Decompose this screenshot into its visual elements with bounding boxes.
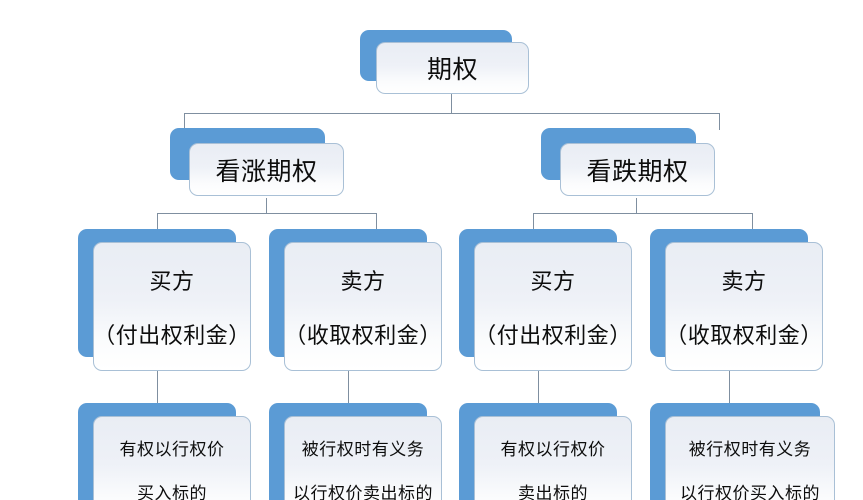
- node-call-option[interactable]: 看涨期权: [170, 128, 345, 196]
- node-card[interactable]: 买方 （付出权利金）: [474, 242, 632, 371]
- connector-call-down: [266, 198, 267, 214]
- connector-leaf-1: [157, 370, 158, 403]
- node-put-seller[interactable]: 卖方 （收取权利金）: [650, 229, 823, 371]
- node-card[interactable]: 买方 （付出权利金）: [93, 242, 251, 371]
- connector-to-put-buyer: [533, 213, 534, 229]
- node-put-buyer-right[interactable]: 有权以行权价 卖出标的: [459, 403, 632, 500]
- node-label-line1: 被行权时有义务: [688, 440, 812, 460]
- node-label-line2: 以行权价买入标的: [680, 484, 820, 500]
- node-label: 看涨期权: [215, 156, 318, 186]
- connector-to-put-seller: [752, 213, 753, 229]
- node-label-line2: 以行权价卖出标的: [293, 484, 433, 500]
- node-put-buyer[interactable]: 买方 （付出权利金）: [459, 229, 632, 371]
- node-card[interactable]: 卖方 （收取权利金）: [665, 242, 823, 371]
- node-label-line2: （收取权利金）: [665, 323, 823, 349]
- node-label: 看跌期权: [586, 156, 689, 186]
- node-label-line1: 有权以行权价: [119, 440, 225, 460]
- connector-leaf-4: [729, 370, 730, 403]
- node-label-line1: 卖方: [340, 269, 386, 295]
- node-card[interactable]: 卖方 （收取权利金）: [284, 242, 442, 371]
- node-label-line1: 买方: [530, 269, 576, 295]
- connector-leaf-2: [348, 370, 349, 403]
- connector-to-call-seller: [376, 213, 377, 229]
- node-call-seller-obligation[interactable]: 被行权时有义务 以行权价卖出标的: [269, 403, 442, 500]
- node-call-buyer[interactable]: 买方 （付出权利金）: [78, 229, 251, 371]
- node-label-line1: 卖方: [721, 269, 767, 295]
- node-option-root[interactable]: 期权: [360, 30, 530, 95]
- node-card[interactable]: 有权以行权价 买入标的: [93, 416, 251, 500]
- node-label-line2: 买入标的: [137, 484, 207, 500]
- node-label-line2: （付出权利金）: [93, 323, 251, 349]
- node-card[interactable]: 被行权时有义务 以行权价卖出标的: [284, 416, 442, 500]
- connector-bus-level2: [184, 113, 719, 114]
- connector-root-down: [451, 93, 452, 114]
- connector-bus-call-kids: [157, 213, 376, 214]
- node-call-seller[interactable]: 卖方 （收取权利金）: [269, 229, 442, 371]
- connector-to-call: [184, 113, 185, 130]
- node-label-line1: 有权以行权价: [500, 440, 606, 460]
- node-label-line1: 买方: [149, 269, 195, 295]
- connector-to-put: [719, 113, 720, 130]
- node-card[interactable]: 被行权时有义务 以行权价买入标的: [665, 416, 835, 500]
- node-card[interactable]: 看涨期权: [189, 143, 344, 196]
- node-card[interactable]: 有权以行权价 卖出标的: [474, 416, 632, 500]
- node-label-line1: 被行权时有义务: [301, 440, 425, 460]
- connector-bus-put-kids: [533, 213, 752, 214]
- node-call-buyer-right[interactable]: 有权以行权价 买入标的: [78, 403, 251, 500]
- node-card[interactable]: 看跌期权: [560, 143, 715, 196]
- node-label-line2: （付出权利金）: [474, 323, 632, 349]
- node-label-line2: （收取权利金）: [284, 323, 442, 349]
- connector-to-call-buyer: [157, 213, 158, 229]
- node-label-line2: 卖出标的: [518, 484, 588, 500]
- connector-put-down: [636, 198, 637, 214]
- node-card[interactable]: 期权: [376, 42, 529, 94]
- node-label: 期权: [426, 55, 478, 84]
- connector-leaf-3: [538, 370, 539, 403]
- node-put-seller-obligation[interactable]: 被行权时有义务 以行权价买入标的: [650, 403, 835, 500]
- node-put-option[interactable]: 看跌期权: [541, 128, 716, 196]
